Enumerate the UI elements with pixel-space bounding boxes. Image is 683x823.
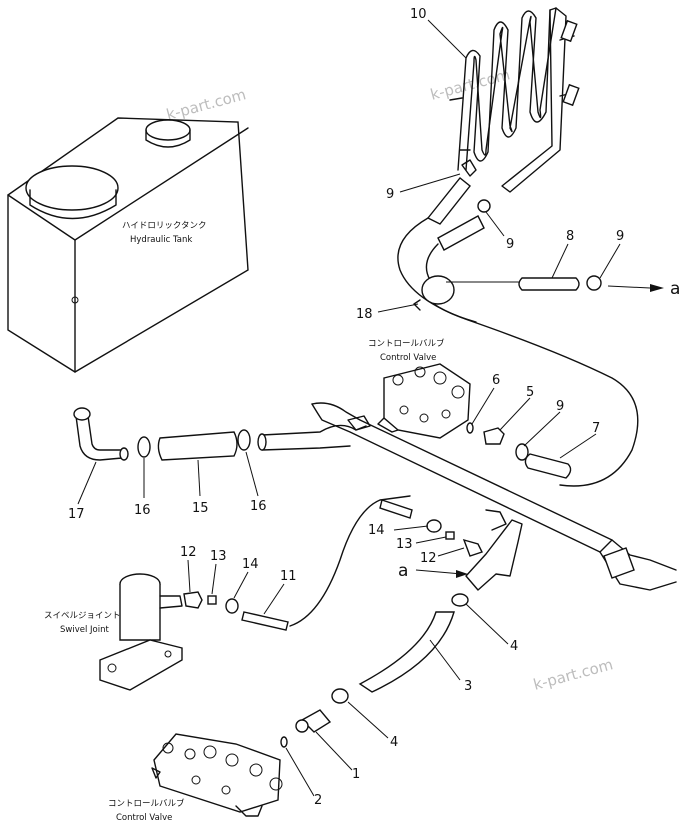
callout-4-lower: 4: [390, 735, 398, 750]
main-pipe: [257, 402, 677, 591]
control-valve-upper-label-en: Control Valve: [380, 353, 436, 363]
clamp-part-9: [515, 443, 529, 461]
hydraulic-tank-label-jp: ハイドロリックタンク: [122, 221, 207, 231]
hose-part-11: [241, 611, 289, 631]
swivel-joint: [99, 573, 183, 691]
fitting-part-1: [300, 709, 332, 733]
callout-11: 11: [280, 569, 297, 584]
callout-18: 18: [356, 307, 373, 322]
callout-7: 7: [592, 421, 600, 436]
control-valve-upper: [377, 363, 471, 439]
fitting-part-5: [483, 427, 505, 445]
callout-9-upper: 9: [386, 187, 394, 202]
o-ring-part-2: [280, 736, 288, 748]
fitting-part-12-left: [183, 591, 203, 609]
hydraulic-tank: [7, 117, 249, 373]
callout-1: 1: [352, 767, 360, 782]
callout-13-left: 13: [210, 549, 227, 564]
callout-10: 10: [410, 7, 427, 22]
callout-13-right: 13: [396, 537, 413, 552]
callout-15: 15: [192, 501, 209, 516]
cooler-coil: [449, 7, 580, 193]
callout-12-left: 12: [180, 545, 197, 560]
watermark-3: k-part.com: [531, 655, 615, 694]
watermark-2: k-part.com: [428, 65, 512, 104]
swivel-joint-label-en: Swivel Joint: [60, 625, 109, 635]
callout-4-upper: 4: [510, 639, 518, 654]
swivel-joint-label-jp: スイベルジョイント: [44, 611, 121, 621]
callout-16-left: 16: [134, 503, 151, 518]
control-valve-lower: [151, 733, 283, 817]
callout-16-right: 16: [250, 499, 267, 514]
arrow-icon: [650, 284, 664, 292]
callout-17: 17: [68, 507, 85, 522]
hydraulic-tank-label-en: Hydraulic Tank: [130, 235, 192, 245]
control-valve-upper-label-jp: コントロールバルブ: [368, 338, 445, 349]
fitting-part-12-right: [462, 538, 483, 557]
callout-9-right: 9: [616, 229, 624, 244]
connection-letter-a-top: a: [670, 279, 680, 299]
clamp-part-16-right: [237, 429, 251, 451]
connection-letter-a-middle: a: [398, 561, 408, 581]
fitting-part-13-right: [445, 531, 455, 540]
pipe-part-17: [73, 407, 129, 461]
clamp-part-4-lower: [331, 688, 349, 704]
callout-9-valve: 9: [556, 399, 564, 414]
callout-9-mid: 9: [506, 237, 514, 252]
hose-part-14-right-tube: [379, 499, 413, 519]
elbow-bracket: [465, 519, 523, 591]
hose-part-15: [157, 431, 238, 461]
nut-part-1: [295, 719, 309, 733]
fitting-part-13-left: [207, 595, 217, 605]
clamp-part-4-upper: [451, 593, 469, 607]
watermark-1: k-part.com: [164, 85, 248, 124]
callout-3: 3: [464, 679, 472, 694]
nut-part-14-left: [225, 598, 239, 614]
callout-8: 8: [566, 229, 574, 244]
arrow-icon-middle: [456, 570, 468, 578]
control-valve-lower-label-en: Control Valve: [116, 813, 172, 823]
callout-5: 5: [526, 385, 534, 400]
callout-leaders: [77, 19, 621, 797]
callout-14-left: 14: [242, 557, 259, 572]
callout-2: 2: [314, 793, 322, 808]
callout-14-right: 14: [368, 523, 385, 538]
callout-12-right: 12: [420, 551, 437, 566]
nut-part-14-right: [426, 519, 442, 533]
hoses-upper: [397, 177, 639, 487]
o-ring-part-6: [466, 422, 474, 434]
hose-part-3: [358, 611, 455, 693]
hose-part-7: [524, 453, 572, 479]
hose-part-8: [518, 277, 580, 291]
control-valve-lower-label-jp: コントロールバルブ: [108, 798, 185, 809]
clamp-part-16-left: [137, 436, 151, 458]
callout-6: 6: [492, 373, 500, 388]
